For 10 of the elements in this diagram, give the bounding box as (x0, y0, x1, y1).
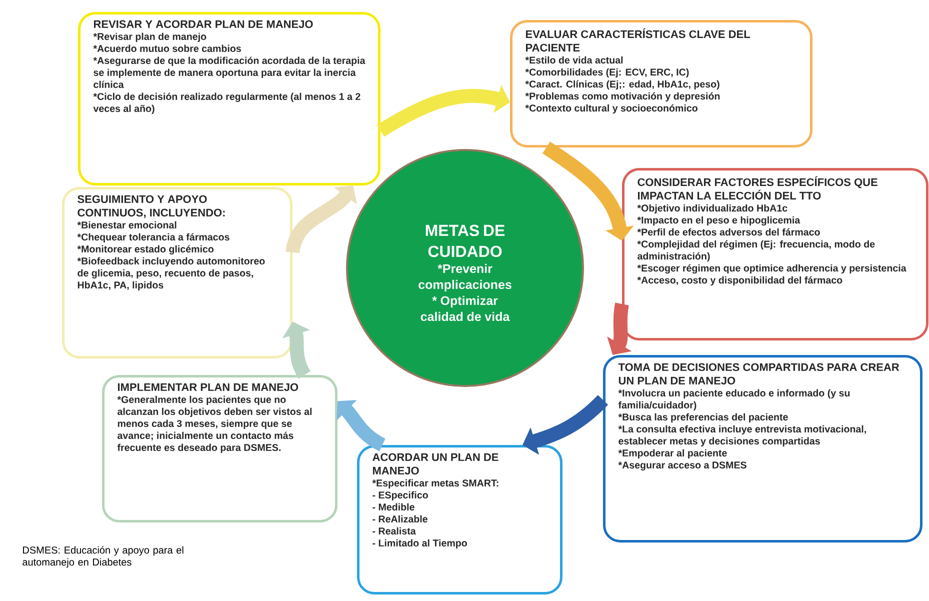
cycle-arrow (336, 400, 386, 452)
step-box: SEGUIMIENTO Y APOYO CONTINUOS, INCLUYENDO: *Bienestar emocional *Chequear tolerancia a fármacos *Monitorear estado glicémico *Biofeedback incluyendo automonitoreo de glicemia, peso, recuento de pasos, HbA1c, PA, lipidos (62, 186, 292, 358)
step-box: CONSIDERAR FACTORES ESPECÍFICOS QUE IMPACTAN LA ELECCIÓN DEL TTO *Objetivo individualizado HbA1c *Impacto en el peso e hipoglicemia *Perfil de efectos adversos del fármaco *Complejidad del régimen (Ej: frecuencia, modo de administración) *Escoger régimen que optimice adherencia y persistencia *Acceso, costo y disponibilidad del fármaco (622, 168, 928, 340)
step-box: TOMA DE DECISIONES COMPARTIDAS PARA CREAR UN PLAN DE MANEJO *Involucra un paciente educado e informado (y su familia/cuidador) *Busca las preferencias del paciente *La consulta efectiva incluye entrevista motivacional, establecer metas y decisiones compartidas *Empoderar al paciente *Asegurar acceso a DSMES (603, 354, 922, 542)
step-box: ACORDAR UN PLAN DE MANEJO *Especificar metas SMART: - ESpecifico - Medible - ReAlizable - Realista - Limitado al Tiempo (357, 444, 562, 594)
step-box: IMPLEMENTAR PLAN DE MANEJO *Generalmente los pacientes que no alcanzan los objetivos deben ser vistos al menos cada 3 meses, siempre que se avance; inicialmente un contacto más frecuente es deseado para DSMES. (102, 374, 338, 522)
step-box: EVALUAR CARACTERÍSTICAS CLAVE DEL PACIENTE *Estilo de vida actual *Comorbilidades (Ej: ECV, ERC, IC) *Caract. Clínicas (Ej;: edad, HbA1c, peso) *Problemas como motivación y depresión *Contexto cultural y socioeconómico (510, 20, 812, 148)
step-box: REVISAR Y ACORDAR PLAN DE MANEJO *Revisar plan de manejo *Acuerdo mutuo sobre cambios *Asegurarse de que la modificación acordada de la terapia se implemente de manera oportuna para evitar la inercia clínica *Ciclo de decisión realizado regularmente (al menos 1 a 2 veces al año) (78, 12, 380, 186)
cycle-arrow (522, 394, 608, 455)
footnote-text: DSMES: Educación y apoyo para el automanejo en Diabetes (22, 546, 184, 568)
